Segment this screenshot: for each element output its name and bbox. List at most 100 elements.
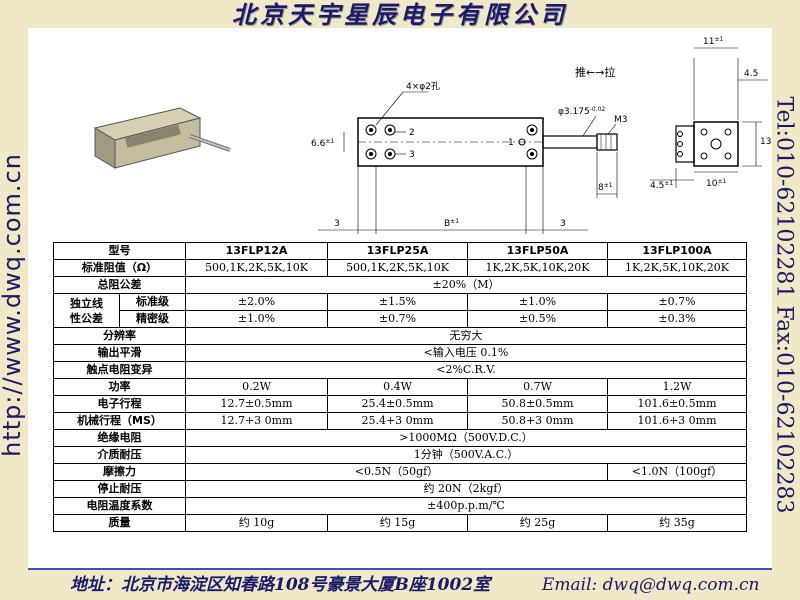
table-cell: ±0.7% [327, 310, 468, 328]
row-label: 分辨率 [53, 327, 186, 345]
table-cell: 101.6+3 0mm [607, 412, 747, 430]
row-label: 机械行程（MS） [53, 412, 186, 430]
header-col-3: 13FLP50A [467, 242, 608, 260]
table-cell: 12.7+3 0mm [185, 412, 328, 430]
row-label: 介质耐压 [53, 446, 186, 464]
row-power: 功率 0.2W 0.4W 0.7W 1.2W [53, 378, 747, 396]
row-sublabel: 标准级 [119, 293, 186, 311]
table-cell: 约 25g [467, 514, 608, 532]
dim-10: 10±1 [706, 178, 726, 189]
spec-table: 型号 13FLP12A 13FLP25A 13FLP50A 13FLP100A … [53, 242, 747, 532]
table-cell: 约 35g [607, 514, 747, 532]
header-col-2: 13FLP25A [327, 242, 468, 260]
table-cell: 25.4+3 0mm [327, 412, 468, 430]
pin-2-label: 2 [409, 128, 415, 138]
row-label: 电阻温度系数 [53, 497, 186, 515]
table-cell: 0.2W [185, 378, 328, 396]
table-cell: <2%C.R.V. [185, 361, 747, 379]
row-label: 摩擦力 [53, 463, 186, 481]
dimension-drawing: 1 2 3 4×φ2孔 φ3.175-0.02 M3 推←→拉 6.6±1 3 … [311, 36, 772, 234]
row-label: 电子行程 [53, 395, 186, 413]
table-cell: 500,1K,2K,5K,10K [327, 259, 468, 277]
table-cell: >1000MΩ（500V.D.C.） [185, 429, 747, 447]
row-label: 标准阻值（Ω） [53, 259, 186, 277]
table-header-row: 型号 13FLP12A 13FLP25A 13FLP50A 13FLP100A [53, 242, 747, 260]
table-cell: 1分钟（500V.A.C.） [185, 446, 747, 464]
push-pull-label: 推←→拉 [575, 65, 615, 79]
website-url-banner: http://www.dwq.com.cn [0, 140, 28, 470]
product-photo [93, 107, 231, 169]
footer-email[interactable]: Email: dwq@dwq.com.cn [542, 575, 760, 595]
table-cell: 约 20N（2kgf） [185, 480, 747, 498]
row-label: 触点电阻变异 [53, 361, 186, 379]
row-mechanical-travel: 机械行程（MS） 12.7+3 0mm 25.4+3 0mm 50.8+3 0m… [53, 412, 747, 430]
linearity-label-line1: 独立线 [70, 296, 103, 310]
table-cell: 0.7W [467, 378, 608, 396]
table-cell: <输入电压 0.1% [185, 344, 747, 362]
row-label-linearity: 独立线 性公差 [53, 293, 120, 328]
contact-banner: Tel:010-62102281 Fax:010-62102283 [768, 97, 800, 514]
dim-6-6: 6.6±1 [311, 138, 334, 149]
table-cell: 约 15g [327, 514, 468, 532]
table-cell: 1K,2K,5K,10K,20K [467, 259, 608, 277]
footer-divider [28, 568, 772, 570]
table-cell: ±20%（M） [185, 276, 747, 294]
table-cell: ±1.0% [185, 310, 328, 328]
header-model: 型号 [53, 242, 186, 260]
dim-11: 11±1 [703, 36, 723, 47]
table-cell: 12.7±0.5mm [185, 395, 328, 413]
contact-phone-fax: Tel:010-62102281 Fax:010-62102283 [771, 96, 797, 514]
pin-1-label: 1 [508, 138, 514, 148]
table-cell: ±0.3% [607, 310, 747, 328]
table-cell: ±0.5% [467, 310, 608, 328]
table-cell: 约 10g [185, 514, 328, 532]
dim-3-left: 3 [334, 219, 340, 229]
footer: 地址：北京市海淀区知春路108号豪景大厦B座1002室 Email: dwq@d… [30, 570, 770, 600]
row-label: 停止耐压 [53, 480, 186, 498]
table-cell: 500,1K,2K,5K,10K [185, 259, 328, 277]
row-resolution: 分辨率 无穷大 [53, 327, 747, 345]
row-friction: 摩擦力 <0.5N（50gf） <1.0N（100gf） [53, 463, 747, 481]
header-col-4: 13FLP100A [607, 242, 747, 260]
table-cell: 50.8±0.5mm [467, 395, 608, 413]
row-label: 输出平滑 [53, 344, 186, 362]
dim-4-5-top: 4.5 [744, 69, 758, 79]
table-cell: 0.4W [327, 378, 468, 396]
pin-3-label: 3 [409, 150, 415, 160]
row-weight: 质量 约 10g 约 15g 约 25g 约 35g [53, 514, 747, 532]
table-cell: ±1.0% [467, 293, 608, 311]
dim-4-5-bottom: 4.5±1 [650, 180, 673, 191]
table-cell: ±0.7% [607, 293, 747, 311]
row-insulation: 绝缘电阻 >1000MΩ（500V.D.C.） [53, 429, 747, 447]
table-cell: <0.5N（50gf） [185, 463, 608, 481]
table-cell: <1.0N（100gf） [607, 463, 747, 481]
shaft-diameter-label: φ3.175-0.02 [558, 106, 605, 117]
row-temp-coefficient: 电阻温度系数 ±400p.p.m/℃ [53, 497, 747, 515]
row-total-tolerance: 总阻公差 ±20%（M） [53, 276, 747, 294]
table-cell: ±400p.p.m/℃ [185, 497, 747, 515]
table-cell: ±1.5% [327, 293, 468, 311]
row-contact-variation: 触点电阻变异 <2%C.R.V. [53, 361, 747, 379]
row-dielectric: 介质耐压 1分钟（500V.A.C.） [53, 446, 747, 464]
dim-b: B±1 [444, 218, 459, 229]
holes-label: 4×φ2孔 [406, 81, 440, 92]
footer-address: 地址：北京市海淀区知春路108号豪景大厦B座1002室 [70, 575, 491, 595]
main-panel: 1 2 3 4×φ2孔 φ3.175-0.02 M3 推←→拉 6.6±1 3 … [28, 28, 772, 568]
website-url: http://www.dwq.com.cn [0, 153, 26, 457]
row-label: 绝缘电阻 [53, 429, 186, 447]
row-resistance: 标准阻值（Ω） 500,1K,2K,5K,10K 500,1K,2K,5K,10… [53, 259, 747, 277]
table-cell: 无穷大 [185, 327, 747, 345]
table-cell: 1K,2K,5K,10K,20K [607, 259, 747, 277]
table-cell: 50.8+3 0mm [467, 412, 608, 430]
row-stop-strength: 停止耐压 约 20N（2kgf） [53, 480, 747, 498]
thread-label: M3 [614, 115, 628, 125]
row-electrical-travel: 电子行程 12.7±0.5mm 25.4±0.5mm 50.8±0.5mm 10… [53, 395, 747, 413]
table-cell: ±2.0% [185, 293, 328, 311]
row-label: 质量 [53, 514, 186, 532]
row-linearity-standard: 独立线 性公差 标准级 ±2.0% ±1.5% ±1.0% ±0.7% [53, 293, 747, 328]
dim-13: 13±1 [760, 136, 772, 147]
table-cell: 1.2W [607, 378, 747, 396]
dim-8: 8±1 [598, 182, 613, 193]
row-label: 功率 [53, 378, 186, 396]
linearity-label-line2: 性公差 [70, 311, 103, 325]
